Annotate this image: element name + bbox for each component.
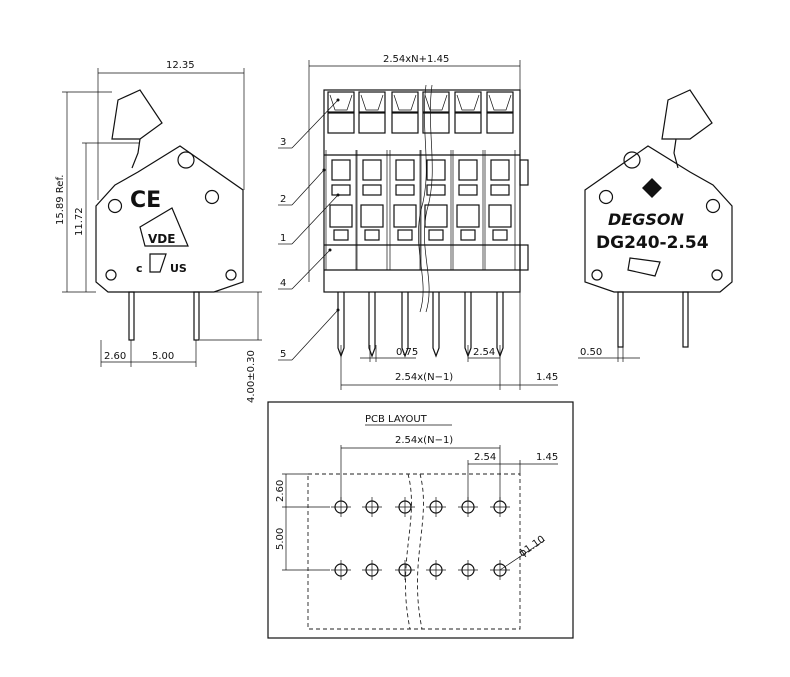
ul-mark-icon — [149, 253, 167, 273]
model-name: DG240-2.54 — [596, 233, 709, 253]
terminal-pin — [401, 292, 409, 358]
callout-label: 4 — [280, 278, 286, 289]
ul-us-label: US — [170, 262, 187, 275]
callouts: 3 2 1 4 5 — [278, 98, 340, 361]
pcb-dim-hole-dia: ϕ1.10 — [517, 534, 547, 560]
pcb-dim-row-pitch: 5.00 — [275, 528, 286, 550]
dim-width: 12.35 — [166, 60, 195, 71]
left-side-view: CE VDE c US 12.35 15.89 Ref. 11.72 2.60 … — [55, 60, 262, 403]
dim-edge: 1.45 — [536, 372, 558, 383]
pcb-dim-edge: 1.45 — [536, 452, 558, 463]
pcb-hole — [362, 497, 382, 517]
pcb-hole — [426, 560, 446, 580]
callout-label: 3 — [280, 137, 286, 148]
front-view: 2.54xN+1.45 3 2 1 4 5 0.75 2.54 2.54x(N−1) 1… — [278, 54, 558, 390]
pcb-dim-pitch: 2.54 — [474, 452, 496, 463]
terminal-pin — [368, 292, 376, 358]
terminal-cells — [325, 91, 516, 358]
callout-label: 5 — [280, 349, 286, 360]
pcb-hole — [362, 560, 382, 580]
dim-height-ref: 15.89 Ref. — [55, 175, 66, 225]
pcb-layout: PCB LAYOUT 2.54x(N−1) 2.54 1.45 2.60 5.0… — [267, 401, 574, 639]
pcb-hole — [331, 560, 351, 580]
pcb-hole — [395, 560, 415, 580]
terminal-cell — [356, 91, 388, 358]
right-side-view: DEGSON DG240-2.54 0.50 — [578, 89, 733, 362]
dim-pin-length: 4.00±0.30 — [246, 350, 257, 403]
pcb-hole — [458, 497, 478, 517]
pcb-title: PCB LAYOUT — [365, 414, 428, 425]
dim-span: 2.54x(N−1) — [395, 372, 453, 383]
dim-pin-pitch: 5.00 — [152, 351, 174, 362]
callout-label: 2 — [280, 194, 286, 205]
terminal-cell — [452, 91, 484, 358]
pcb-dim-row-offset: 2.60 — [275, 480, 286, 502]
terminal-pin — [432, 292, 440, 358]
pcb-hole — [490, 497, 510, 517]
dim-pin-width: 0.75 — [396, 347, 418, 358]
pcb-holes — [331, 497, 510, 580]
terminal-cell — [389, 91, 421, 358]
pcb-hole — [426, 497, 446, 517]
terminal-cell — [325, 91, 357, 358]
pcb-hole — [331, 497, 351, 517]
dim-height: 11.72 — [74, 207, 85, 236]
dim-pin-thickness: 0.50 — [580, 347, 602, 358]
dim-pitch: 2.54 — [473, 347, 495, 358]
ce-mark: CE — [130, 188, 161, 213]
terminal-cell — [484, 91, 516, 358]
pcb-dim-span: 2.54x(N−1) — [395, 435, 453, 446]
pcb-hole — [395, 497, 415, 517]
dim-pin-offset: 2.60 — [104, 351, 126, 362]
terminal-cell — [420, 91, 452, 358]
ul-c-label: c — [136, 262, 143, 275]
dim-total-width: 2.54xN+1.45 — [383, 54, 449, 65]
brand-name: DEGSON — [608, 210, 684, 229]
callout-label: 1 — [280, 233, 286, 244]
vde-mark: VDE — [148, 232, 175, 246]
degson-logo-icon — [642, 178, 662, 198]
pcb-hole — [458, 560, 478, 580]
